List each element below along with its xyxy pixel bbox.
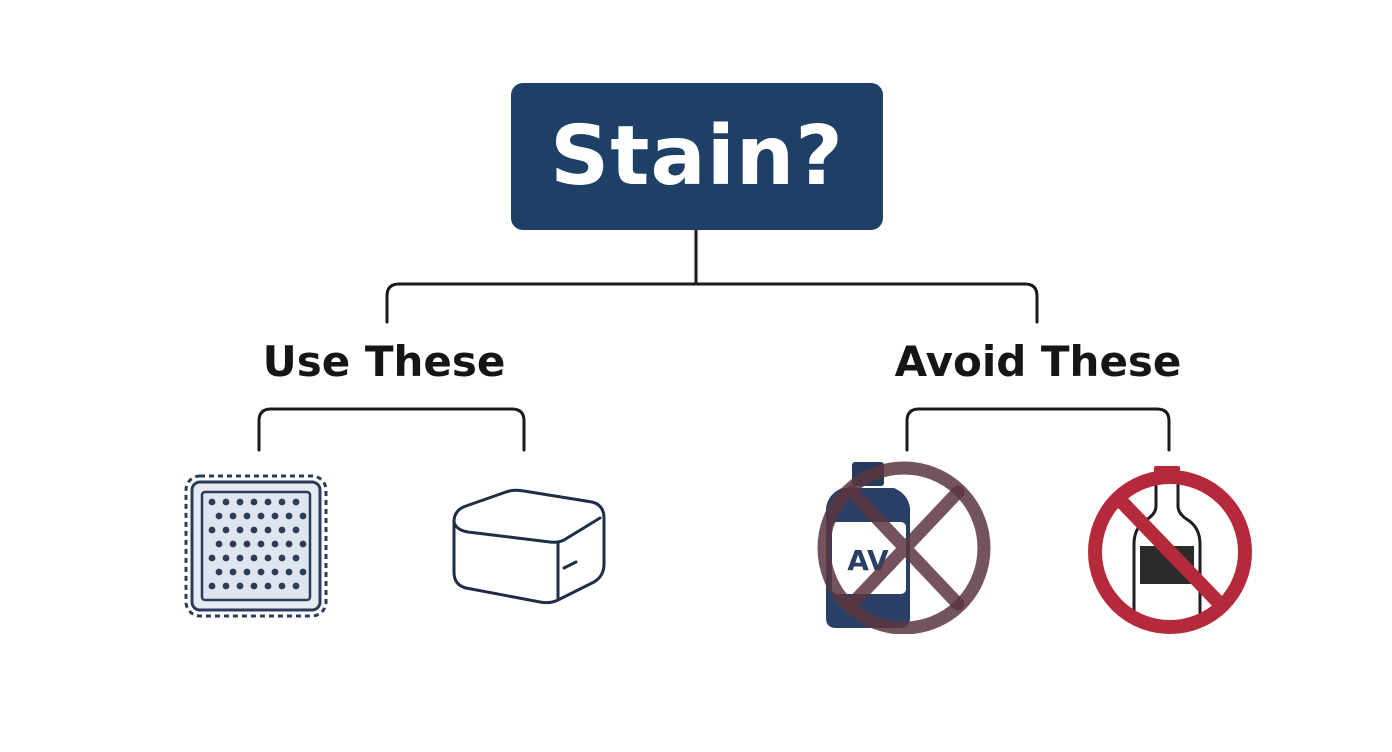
- sponge-block-icon: [452, 488, 606, 605]
- cloth-dot: [208, 526, 216, 534]
- cloth-dot: [292, 526, 300, 534]
- cloth-dot: [222, 498, 230, 506]
- cloth-dot: [271, 512, 279, 520]
- cloth-dot: [278, 554, 286, 562]
- cloth-dot: [285, 512, 293, 520]
- cloth-dot: [236, 554, 244, 562]
- cloth-dot: [292, 498, 300, 506]
- use-bracket-line: [257, 407, 526, 452]
- cloth-dot: [278, 582, 286, 590]
- cloth-dot: [208, 582, 216, 590]
- cloth-dot: [299, 540, 307, 548]
- cloth-dot: [243, 540, 251, 548]
- cloth-dot: [285, 540, 293, 548]
- avoid-bracket-line: [905, 407, 1171, 452]
- cloth-dot: [278, 498, 286, 506]
- cloth-dot: [292, 582, 300, 590]
- cloth-dot: [243, 568, 251, 576]
- use-these-label: Use These: [262, 337, 506, 386]
- cloth-dot: [215, 568, 223, 576]
- cloth-dot: [257, 568, 265, 576]
- cloth-dot: [264, 582, 272, 590]
- avoid-these-label: Avoid These: [894, 337, 1182, 386]
- cloth-dot: [229, 568, 237, 576]
- cloth-dot: [222, 554, 230, 562]
- cloth-dot: [229, 540, 237, 548]
- cloth-dot: [271, 540, 279, 548]
- cloth-dot: [264, 554, 272, 562]
- cloth-dot: [257, 540, 265, 548]
- cloth-dot: [292, 554, 300, 562]
- cloth-dot: [236, 526, 244, 534]
- cloth-dot: [229, 512, 237, 520]
- cloth-dot: [299, 568, 307, 576]
- cloth-dot: [215, 540, 223, 548]
- cloth-dot: [222, 582, 230, 590]
- cloth-dot: [208, 554, 216, 562]
- prohibited-chemical-bottle-icon: AV: [817, 461, 991, 634]
- cloth-dot: [278, 526, 286, 534]
- cloth-dot: [215, 512, 223, 520]
- cloth-dot: [236, 582, 244, 590]
- root-label: Stain?: [550, 109, 844, 204]
- prohibited-bottle-icon: [1088, 466, 1252, 634]
- cloth-dot: [250, 526, 258, 534]
- cloth-dot: [222, 526, 230, 534]
- cloth-dot: [264, 526, 272, 534]
- cloth-dot: [250, 554, 258, 562]
- cloth-dot: [243, 512, 251, 520]
- cloth-dot: [208, 498, 216, 506]
- dotted-cloth-icon: [184, 474, 328, 618]
- cloth-dot: [264, 498, 272, 506]
- cloth-dot: [285, 568, 293, 576]
- cloth-dot: [250, 582, 258, 590]
- top-bracket-line: [385, 282, 1039, 324]
- cloth-dot: [257, 512, 265, 520]
- cloth-dot: [250, 498, 258, 506]
- cloth-dot: [299, 512, 307, 520]
- root-node: Stain?: [511, 83, 883, 230]
- cloth-dot: [271, 568, 279, 576]
- cloth-dot: [236, 498, 244, 506]
